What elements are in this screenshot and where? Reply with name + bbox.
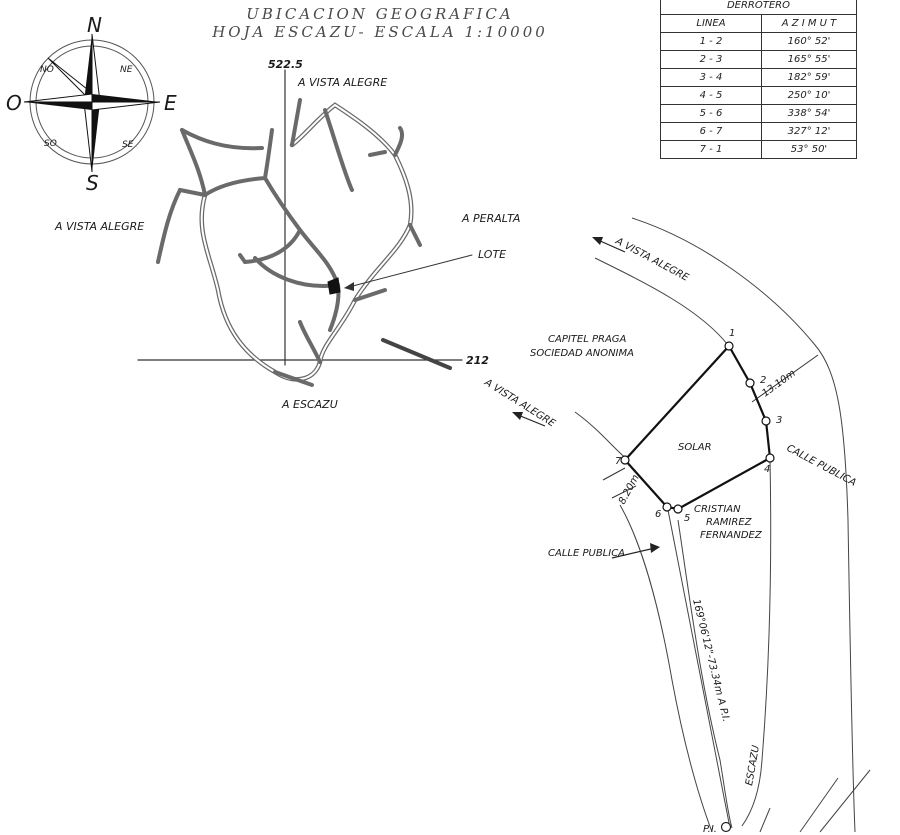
label-dist-8-20: 8.20m bbox=[617, 473, 642, 507]
vertex-marker-6 bbox=[662, 502, 672, 512]
vertex-marker-7 bbox=[620, 455, 630, 465]
lot-boundary bbox=[623, 344, 772, 511]
cell-azimut: 53° 50' bbox=[761, 140, 857, 159]
vertex-marker-1 bbox=[724, 341, 734, 351]
label-solar: SOLAR bbox=[678, 442, 712, 453]
map-title-line2: HOJA ESCAZU- ESCALA 1:10000 bbox=[212, 23, 548, 41]
vertex-marker-2 bbox=[745, 378, 755, 388]
vertex-label-2: 2 bbox=[760, 375, 766, 386]
compass-south: S bbox=[86, 171, 99, 195]
label-vista-alegre-left: A VISTA ALEGRE bbox=[54, 220, 144, 233]
compass-no: NO bbox=[40, 65, 54, 75]
label-bearing-to-pi: 169°06'12"-73.34m A P.I. bbox=[690, 598, 731, 723]
label-peralta: A PERALTA bbox=[461, 212, 520, 225]
compass-west: O bbox=[6, 91, 22, 115]
label-lote: LOTE bbox=[478, 248, 506, 261]
label-sociedad-anonima: SOCIEDAD ANONIMA bbox=[530, 348, 634, 359]
vertex-label-5: 5 bbox=[684, 513, 690, 524]
compass-east: E bbox=[164, 91, 177, 115]
label-calle-publica-left: CALLE PUBLICA bbox=[548, 548, 625, 559]
vertex-label-7: 7 bbox=[615, 456, 622, 467]
compass-ne: NE bbox=[120, 65, 133, 75]
lot-polygon: 1 2 3 4 5 6 7 bbox=[615, 328, 782, 524]
label-pi: P.I. bbox=[703, 824, 717, 835]
pi-point-marker bbox=[720, 821, 732, 833]
vertex-label-6: 6 bbox=[655, 509, 661, 520]
vertex-label-3: 3 bbox=[776, 415, 782, 426]
label-vista-alegre-2: A VISTA ALEGRE bbox=[482, 377, 558, 430]
plot-plan bbox=[512, 217, 871, 833]
label-vista-alegre-1: A VISTA ALEGRE bbox=[613, 235, 691, 284]
location-map bbox=[137, 69, 473, 387]
compass-north: N bbox=[87, 13, 102, 37]
compass-so: SO bbox=[44, 139, 57, 149]
vertex-marker-5 bbox=[673, 504, 683, 514]
label-cristian: CRISTIAN bbox=[694, 504, 741, 515]
label-escazu: A ESCAZU bbox=[281, 398, 338, 411]
vertex-label-4: 4 bbox=[764, 464, 770, 475]
label-capitel-praga: CAPITEL PRAGA bbox=[548, 334, 627, 345]
label-ramirez: RAMIREZ bbox=[706, 517, 753, 528]
coord-212: 212 bbox=[466, 354, 489, 367]
label-fernandez: FERNANDEZ bbox=[700, 530, 763, 541]
compass-rose-icon bbox=[23, 33, 161, 173]
map-title-line1: UBICACION GEOGRAFICA bbox=[246, 5, 514, 23]
vertex-marker-3 bbox=[761, 416, 771, 426]
compass-se: SE bbox=[122, 140, 134, 150]
vertex-marker-4 bbox=[765, 453, 775, 463]
coord-522-5: 522.5 bbox=[268, 58, 303, 71]
label-calle-publica-right: CALLE PUBLICA bbox=[785, 443, 858, 489]
vertex-label-1: 1 bbox=[729, 328, 735, 339]
label-vista-alegre-top: A VISTA ALEGRE bbox=[297, 76, 387, 89]
